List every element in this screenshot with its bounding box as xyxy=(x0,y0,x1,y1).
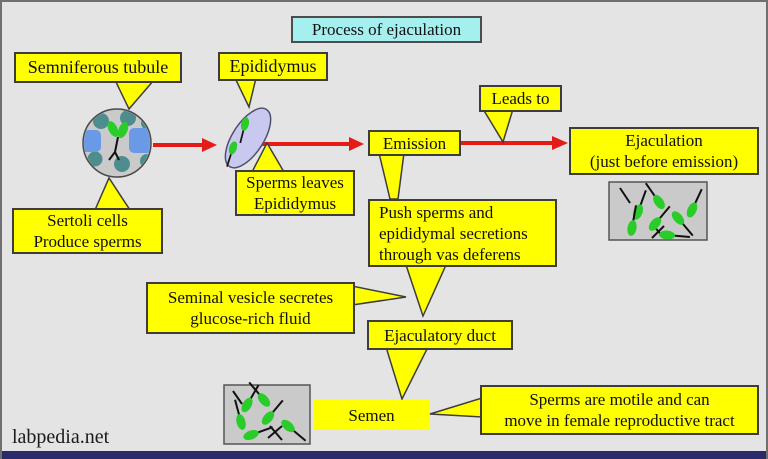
seminiferous-tubule-illustration xyxy=(82,108,152,178)
label-seminal-vesicle: Seminal vesicle secretes glucose-rich fl… xyxy=(146,282,355,334)
label-emission: Emission xyxy=(368,130,461,156)
arrow-emission-to-ejaculation xyxy=(461,136,568,150)
label-ejaculation: Ejaculation (just before emission) xyxy=(569,127,759,175)
pointer-epididymus-label xyxy=(233,77,257,110)
sperm-sample-ejaculation xyxy=(608,179,708,243)
label-sperms-motile: Sperms are motile and can move in female… xyxy=(480,385,759,435)
sperm-sample-semen xyxy=(223,378,311,446)
label-push-sperms: Push sperms and epididymal secretions th… xyxy=(368,199,557,267)
label-ejaculatory-duct: Ejaculatory duct xyxy=(367,320,513,350)
pointer-push-sperms xyxy=(404,264,448,319)
label-semen: Semen xyxy=(314,400,429,430)
pointer-leads-to xyxy=(481,108,515,144)
sperm-in-tubule xyxy=(107,121,129,161)
callout-pointers xyxy=(93,77,515,418)
label-sperms-leaves-epididymus: Sperms leaves Epididymus xyxy=(235,170,355,216)
footer-bar xyxy=(2,451,766,459)
epididymis-illustration xyxy=(222,107,272,169)
pointer-sperms-motile xyxy=(429,396,483,418)
arrow-tubule-to-epididymis xyxy=(153,138,217,152)
label-seminiferous-tubule: Semniferous tubule xyxy=(14,52,182,83)
pointer-seminal-vesicle xyxy=(351,285,407,306)
pointer-sertoli xyxy=(93,176,132,211)
pointer-ejaculatory-duct xyxy=(384,346,430,402)
label-leads-to: Leads to xyxy=(479,85,562,112)
label-sertoli-cells: Sertoli cells Produce sperms xyxy=(12,208,163,254)
pointer-seminiferous xyxy=(113,79,156,111)
page-title: Process of ejaculation xyxy=(291,16,482,43)
pointer-emission xyxy=(378,152,405,200)
site-watermark: labpedia.net xyxy=(12,426,110,448)
label-epididymus: Epididymus xyxy=(218,52,328,81)
